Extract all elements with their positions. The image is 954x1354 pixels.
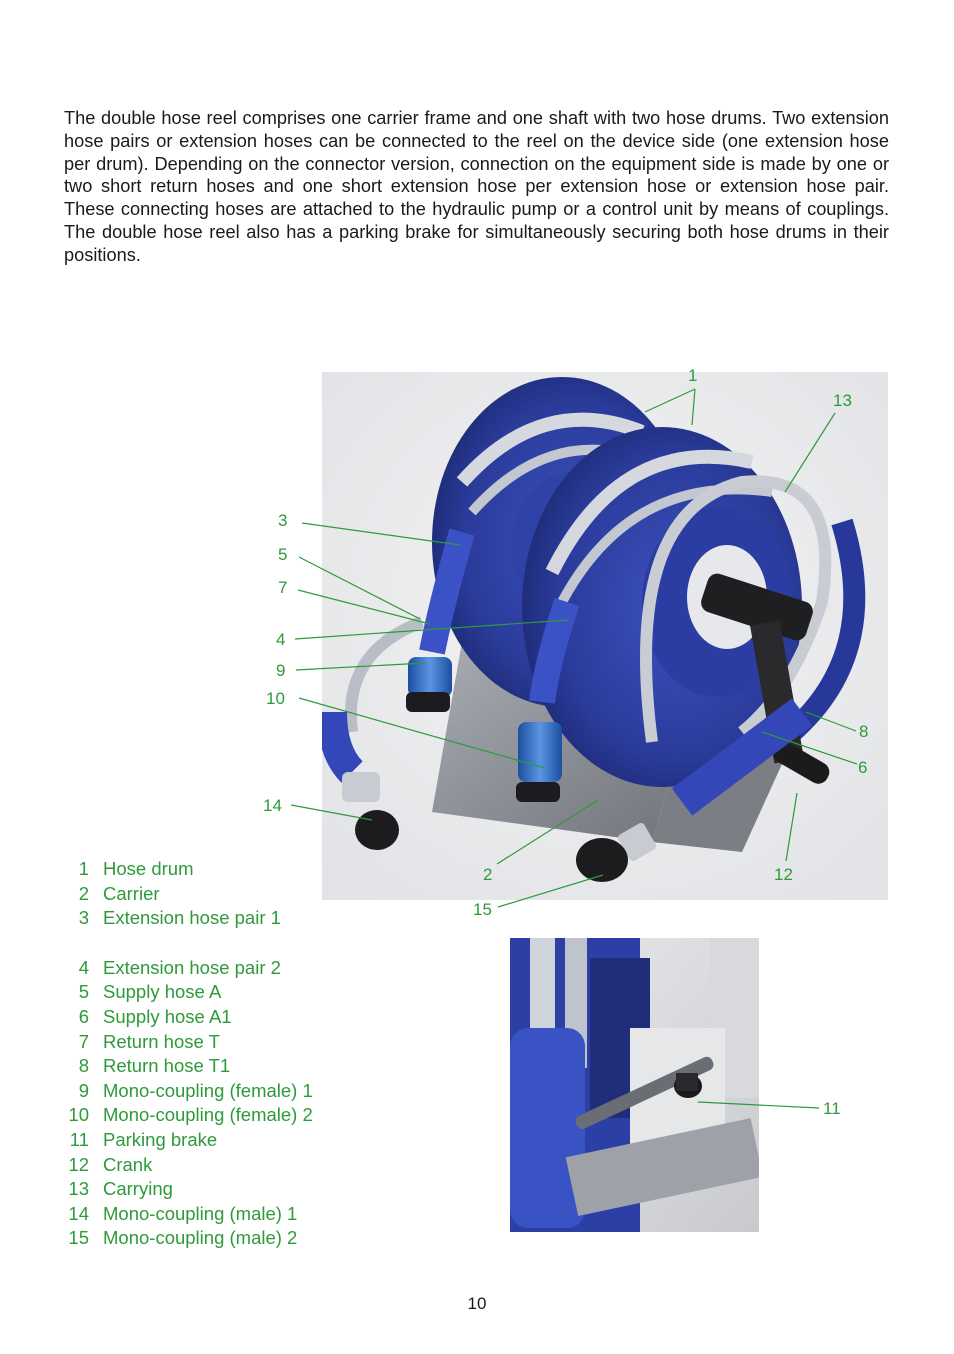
- legend-number: 3: [78, 907, 89, 929]
- legend-number: 11: [69, 1128, 89, 1150]
- legend-number: 1: [78, 858, 89, 879]
- legend-label: Return hose T: [103, 1030, 220, 1052]
- callout-14: 14: [263, 796, 282, 815]
- legend-number: 10: [68, 1104, 89, 1126]
- legend-label: Extension hose pair 1: [103, 907, 281, 929]
- legend-item: 4 Extension hose pair 2: [60, 956, 313, 981]
- legend-item: 9 Mono-coupling (female) 1: [60, 1079, 313, 1104]
- legend-number: 8: [78, 1055, 89, 1077]
- legend-number: 13: [68, 1178, 89, 1200]
- legend-number: 5: [78, 981, 89, 1003]
- legend-item: 8 Return hose T1: [60, 1054, 313, 1079]
- legend-item: 10 Mono-coupling (female) 2: [60, 1103, 313, 1128]
- legend-label: Mono-coupling (female) 1: [103, 1079, 313, 1101]
- legend-label: Return hose T1: [103, 1055, 231, 1077]
- hose-reel-photo: [322, 372, 888, 900]
- legend-label: Supply hose A: [103, 981, 222, 1003]
- parking-brake-photo: [510, 938, 759, 1232]
- callout-6: 6: [858, 758, 868, 777]
- legend-label: Crank: [103, 1153, 153, 1175]
- callout-2: 2: [483, 865, 493, 884]
- callout-4: 4: [276, 630, 286, 649]
- legend-number: 4: [78, 956, 89, 978]
- legend-label: Carrier: [103, 882, 160, 904]
- legend-label: Hose drum: [103, 858, 194, 879]
- legend-item: 15 Mono-coupling (male) 2: [60, 1226, 313, 1251]
- legend-label: Extension hose pair 2: [103, 956, 281, 978]
- callout-9: 9: [276, 661, 286, 680]
- callout-8: 8: [859, 722, 869, 741]
- legend-number: 7: [78, 1030, 89, 1052]
- callout-11: 11: [823, 1099, 841, 1118]
- legend-item: 1 Hose drum: [60, 857, 313, 882]
- legend-item: 6 Supply hose A1: [60, 1005, 313, 1030]
- legend-label: Mono-coupling (female) 2: [103, 1104, 313, 1126]
- legend-item: 7 Return hose T: [60, 1030, 313, 1055]
- legend-label: Mono-coupling (male) 2: [103, 1227, 298, 1249]
- legend-number: 12: [68, 1153, 89, 1175]
- legend-label: Mono-coupling (male) 1: [103, 1202, 298, 1224]
- legend-item: 12 Crank: [60, 1153, 313, 1178]
- legend-number: 14: [68, 1202, 89, 1224]
- callout-1: 1: [688, 366, 698, 385]
- legend-item: 3 Extension hose pair 1: [60, 906, 313, 931]
- legend-item: 13 Carrying: [60, 1177, 313, 1202]
- legend-number: 9: [78, 1079, 89, 1101]
- intro-paragraph: The double hose reel comprises one carri…: [64, 108, 889, 265]
- callout-15: 15: [473, 900, 492, 919]
- callout-3: 3: [278, 511, 288, 530]
- callout-13: 13: [833, 391, 852, 410]
- legend-label: Carrying: [103, 1178, 173, 1200]
- page-number: 10: [467, 1294, 487, 1313]
- legend-item: 11 Parking brake: [60, 1128, 313, 1153]
- legend-item: 5 Supply hose A: [60, 980, 313, 1005]
- legend-number: 2: [78, 882, 89, 904]
- legend-item: 14 Mono-coupling (male) 1: [60, 1202, 313, 1227]
- legend-item: 2 Carrier: [60, 882, 313, 907]
- callout-5: 5: [278, 545, 288, 564]
- legend-number: 15: [68, 1227, 89, 1249]
- legend-label: Supply hose A1: [103, 1005, 232, 1027]
- legend-label: Parking brake: [103, 1128, 218, 1150]
- legend-number: 6: [78, 1005, 89, 1027]
- callout-7: 7: [278, 578, 288, 597]
- callout-10: 10: [266, 689, 285, 708]
- callout-12: 12: [774, 865, 793, 884]
